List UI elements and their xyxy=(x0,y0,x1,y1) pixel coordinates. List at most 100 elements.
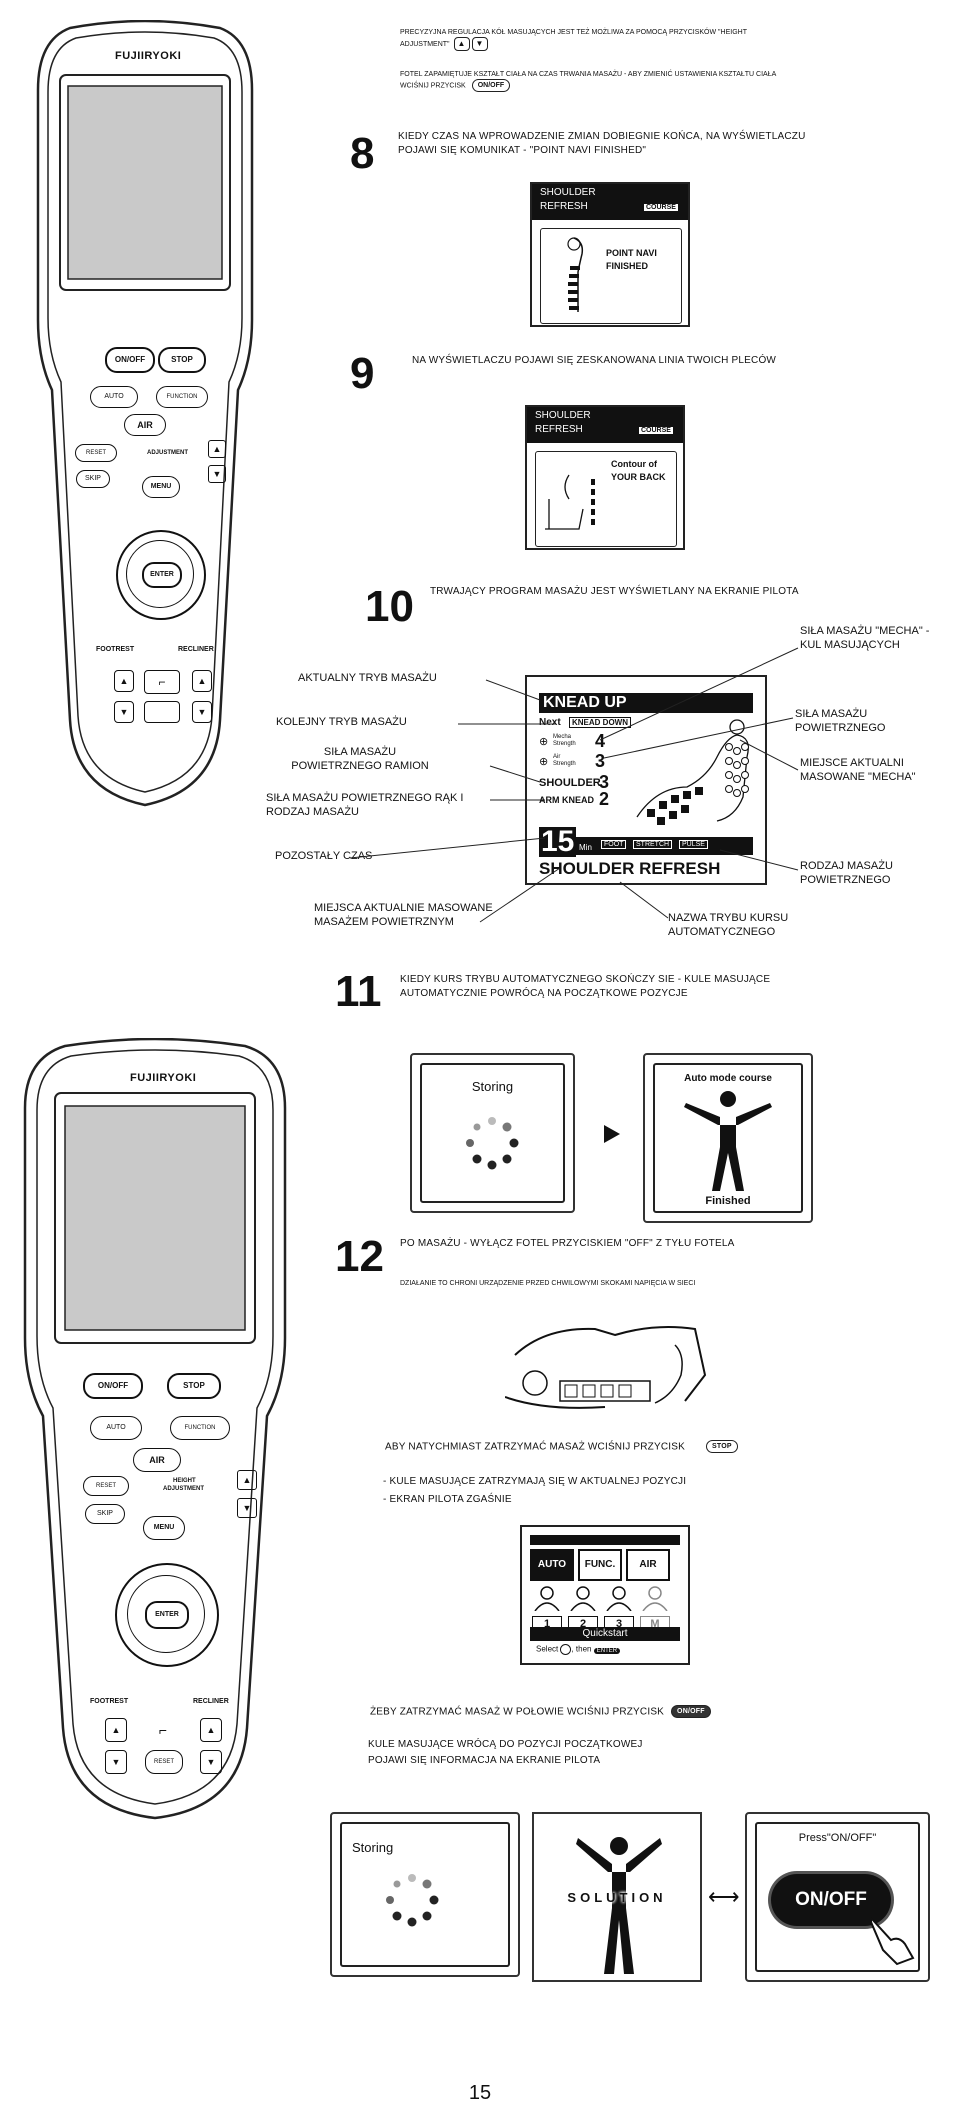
footrest-down-button[interactable]: ▼ xyxy=(105,1750,127,1774)
enter-button[interactable]: ENTER xyxy=(142,562,182,588)
air-button[interactable]: AIR xyxy=(124,414,166,436)
lcd-next-mode: KNEAD DOWN xyxy=(569,717,631,728)
recliner-up-button[interactable]: ▲ xyxy=(200,1718,222,1742)
height-up-button[interactable]: ▲ xyxy=(208,440,226,458)
select-hint-then: then xyxy=(575,1644,592,1654)
footrest-up-button[interactable]: ▲ xyxy=(105,1718,127,1742)
remote-brand: FUJIIRYOKI xyxy=(130,1072,197,1084)
solution-label: SOLUTION xyxy=(567,1890,667,1905)
lcd-arm-label: ARM KNEAD xyxy=(539,795,594,805)
loading-spinner-icon xyxy=(466,1117,519,1170)
menu-button[interactable]: MENU xyxy=(143,1516,185,1540)
lcd-mode: KNEAD UP xyxy=(543,694,627,711)
reset-small-button[interactable] xyxy=(144,701,180,723)
storing-label: Storing xyxy=(471,1079,514,1094)
lcd-mode-bar xyxy=(539,693,753,713)
recliner-down-button[interactable]: ▼ xyxy=(200,1750,222,1774)
user-head-icon xyxy=(570,1586,596,1612)
lcd-mecha-label-2: Strength xyxy=(553,741,576,747)
air-button[interactable]: AIR xyxy=(133,1448,181,1472)
on-off-inline-button: ON/OFF xyxy=(471,79,511,93)
stop-instruction-text: ABY NATYCHMIAST ZATRZYMAĆ MASAŻ WCIŚNIJ … xyxy=(385,1441,686,1453)
stop-button[interactable]: STOP xyxy=(158,347,206,373)
storing-label: Storing xyxy=(352,1840,394,1855)
label-remaining-time: POZOSTAŁY CZAS xyxy=(275,850,373,862)
finished-inner xyxy=(653,1063,803,1213)
on-off-button[interactable]: ON/OFF xyxy=(105,347,155,373)
step-12-text: PO MASAŻU - WYŁĄCZ FOTEL PRZYCISKIEM "OF… xyxy=(400,1238,735,1249)
height-adjustment-label: ADJUSTMENT xyxy=(147,450,189,456)
back-figure-icon xyxy=(567,237,584,312)
user-icon-3[interactable]: 3 xyxy=(604,1585,634,1632)
lcd-next-label: Next xyxy=(539,717,561,728)
remote-outline-icon xyxy=(23,1037,287,1820)
remote-control-top: FUJIIRYOKI ON/OFF STOP AUTO FUNCTION AIR… xyxy=(30,19,260,815)
footrest-label: FOOTREST xyxy=(96,646,135,653)
auto-button[interactable]: AUTO xyxy=(90,386,138,408)
label-air-type: RODZAJ MASAŻU POWIETRZNEGO xyxy=(800,860,893,886)
lcd-shoulder-value: 3 xyxy=(599,772,610,792)
skip-button[interactable]: SKIP xyxy=(76,470,110,488)
step-11-text: KIEDY KURS TRYBU AUTOMATYCZNEGO SKOŃCZY … xyxy=(400,974,771,999)
step-8-lcd: SHOULDER REFRESH COURSE POINT NAVI FINIS… xyxy=(530,182,690,327)
stop-bullet-2: - EKRAN PILOTA ZGAŚNIE xyxy=(383,1494,512,1505)
stop-instruction: ABY NATYCHMIAST ZATRZYMAĆ MASAŻ WCIŚNIJ … xyxy=(385,1440,885,1454)
press-label: Press"ON/OFF" xyxy=(798,1832,877,1844)
user-icon-1[interactable]: 1 xyxy=(532,1585,562,1632)
footrest-label: FOOTREST xyxy=(90,1698,129,1705)
reset-button[interactable]: RESET xyxy=(75,444,117,462)
menu-tab-auto[interactable]: AUTO xyxy=(530,1549,574,1581)
skip-button[interactable]: SKIP xyxy=(85,1504,125,1524)
reset-button[interactable]: RESET xyxy=(83,1476,129,1496)
menu-screen: AUTO FUNC. AIR 1 2 3 M Quickstart Select… xyxy=(520,1525,690,1665)
user-icon-m[interactable]: M xyxy=(640,1585,670,1632)
recliner-up-button[interactable]: ▲ xyxy=(192,670,212,692)
step-8-text: KIEDY CZAS NA WPROWADZENIE ZMIAN DOBIEGN… xyxy=(398,131,806,156)
label-current-mode: AKTUALNY TRYB MASAŻU xyxy=(298,672,437,684)
enter-button[interactable]: ENTER xyxy=(145,1601,189,1629)
function-button[interactable]: FUNCTION xyxy=(156,386,208,408)
footrest-up-button[interactable]: ▲ xyxy=(114,670,134,692)
menu-tab-air[interactable]: AIR xyxy=(626,1549,670,1581)
recliner-down-button[interactable]: ▼ xyxy=(192,701,212,723)
function-button[interactable]: FUNCTION xyxy=(170,1416,230,1440)
dpad[interactable]: ENTER xyxy=(116,530,206,620)
lcd-tag-foot: FOOT xyxy=(601,840,627,849)
lcd-time-bar xyxy=(539,837,753,855)
height-down-button[interactable]: ▼ xyxy=(237,1498,257,1518)
on-off-button[interactable]: ON/OFF xyxy=(83,1373,143,1399)
select-hint-select: Select xyxy=(536,1644,559,1654)
lcd-course-name: SHOULDER REFRESH xyxy=(539,859,721,878)
label-course-name: NAZWA TRYBU KURSU AUTOMATYCZNEGO xyxy=(668,912,789,938)
solution-screen: SOLUTION xyxy=(532,1812,702,1982)
seated-figure-icon xyxy=(545,474,595,530)
user-icon-2[interactable]: 2 xyxy=(568,1585,598,1632)
height-label: HEIGHT xyxy=(173,1478,196,1484)
footrest-down-button[interactable]: ▼ xyxy=(114,701,134,723)
auto-button[interactable]: AUTO xyxy=(90,1416,142,1440)
reset-small-button[interactable]: RESET xyxy=(145,1750,183,1774)
chair-icon: ⌐ xyxy=(144,670,180,694)
lcd-title-2: REFRESH xyxy=(535,424,583,435)
height-down-button[interactable]: ▼ xyxy=(208,465,226,483)
lcd-air-value: 3 xyxy=(595,751,606,771)
return-line-1: KULE MASUJĄCE WRÓCĄ DO POZYCJI POCZĄTKOW… xyxy=(368,1739,643,1750)
select-hint-enter: ENTER xyxy=(593,1647,621,1654)
step-11-number: 11 xyxy=(335,967,382,1016)
select-dial-icon xyxy=(560,1644,572,1655)
lcd-msg-2: YOUR BACK xyxy=(611,472,666,482)
remote-brand: FUJIIRYOKI xyxy=(115,50,182,62)
half-stop-instruction: ŻEBY ZATRZYMAĆ MASAŻ W POŁOWIE WCIŚNIJ P… xyxy=(370,1705,890,1719)
person-figure-icon xyxy=(684,1091,772,1191)
press-on-off-screen: Press"ON/OFF" ON/OFF xyxy=(745,1812,930,1982)
menu-button[interactable]: MENU xyxy=(142,476,180,498)
lcd-tag-stretch: STRETCH xyxy=(633,840,673,849)
recliner-label: RECLINER xyxy=(178,646,214,653)
stop-button[interactable]: STOP xyxy=(167,1373,221,1399)
height-up-button[interactable]: ▲ xyxy=(237,1470,257,1490)
quickstart-bar[interactable]: Quickstart xyxy=(530,1627,680,1641)
lcd-inner-frame xyxy=(535,451,677,547)
menu-tab-func[interactable]: FUNC. xyxy=(578,1549,622,1581)
dpad[interactable]: ENTER xyxy=(115,1563,219,1667)
intro-line-1: PRECYZYJNA REGULACJA KÓŁ MASUJĄCYCH JEST… xyxy=(400,29,747,48)
